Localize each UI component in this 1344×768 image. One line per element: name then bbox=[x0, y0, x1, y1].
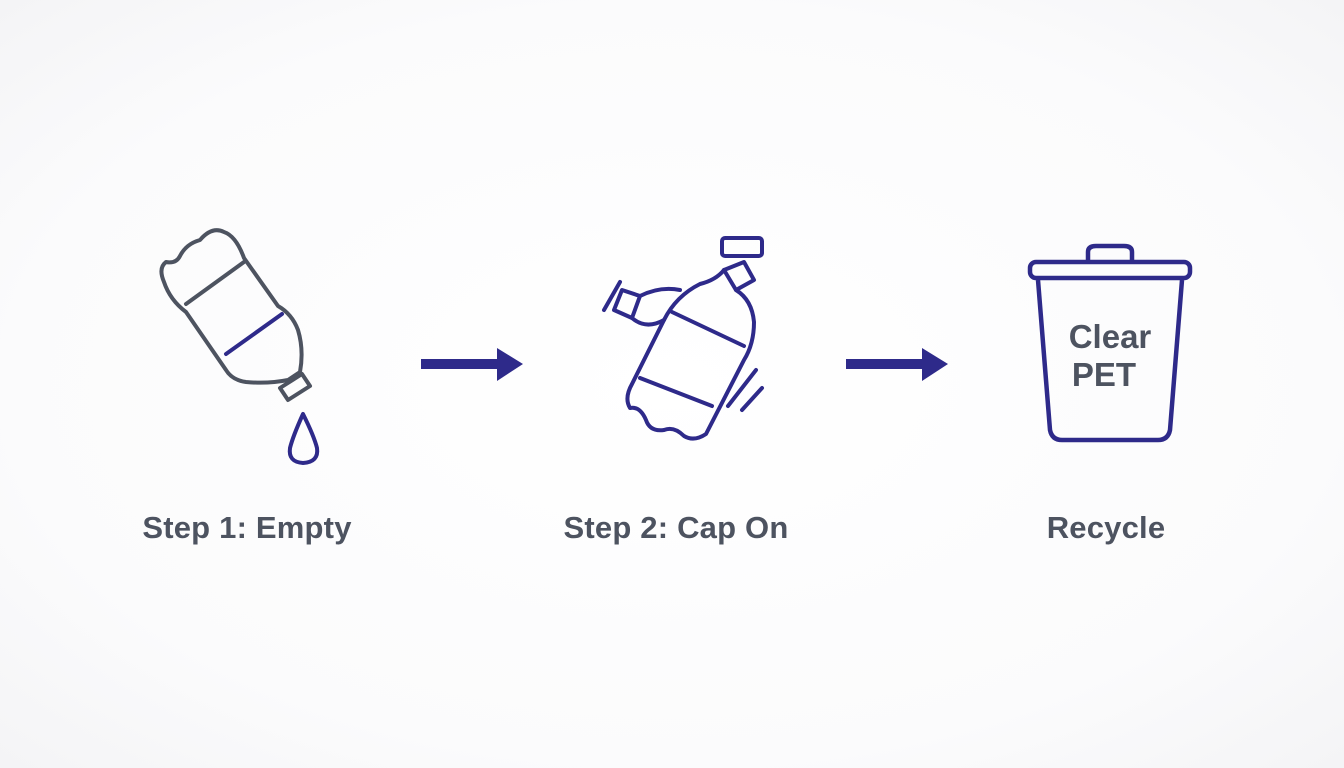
bottle-neck-cap bbox=[722, 260, 756, 292]
step-label-recycle: Recycle bbox=[1046, 510, 1166, 545]
recycle-bin-icon: Clear PET bbox=[1027, 243, 1193, 443]
bin-lid bbox=[1027, 259, 1193, 281]
bottle-band-bottom bbox=[224, 312, 284, 356]
bottle-body-outline bbox=[159, 228, 304, 385]
bin-handle bbox=[1085, 243, 1135, 262]
water-drop-icon bbox=[287, 412, 320, 465]
pouring-bottle-icon bbox=[159, 228, 320, 465]
bottle-cap bbox=[720, 236, 764, 258]
bin-label-line2: PET bbox=[1072, 356, 1136, 393]
bottle-shoulder-left bbox=[630, 286, 682, 327]
arrow-right-icon bbox=[421, 348, 523, 381]
bottle-body-outline bbox=[625, 268, 756, 441]
bottle-band-top bbox=[670, 310, 746, 348]
bottle-band-top bbox=[184, 260, 246, 306]
motion-line-icon bbox=[740, 386, 764, 412]
bin-body bbox=[1035, 279, 1185, 443]
bin-label-line1: Clear bbox=[1069, 318, 1152, 355]
motion-line-icon bbox=[602, 280, 622, 312]
bottle-band-bottom bbox=[638, 376, 714, 408]
step-label-cap-on: Step 2: Cap On bbox=[563, 510, 789, 545]
bottle-neck bbox=[278, 372, 312, 402]
motion-line-icon bbox=[726, 368, 758, 408]
bottle-neck-left bbox=[612, 288, 642, 320]
arrow-right-icon bbox=[846, 348, 948, 381]
capped-bottle-icon bbox=[602, 236, 764, 441]
step-label-empty: Step 1: Empty bbox=[142, 510, 352, 545]
